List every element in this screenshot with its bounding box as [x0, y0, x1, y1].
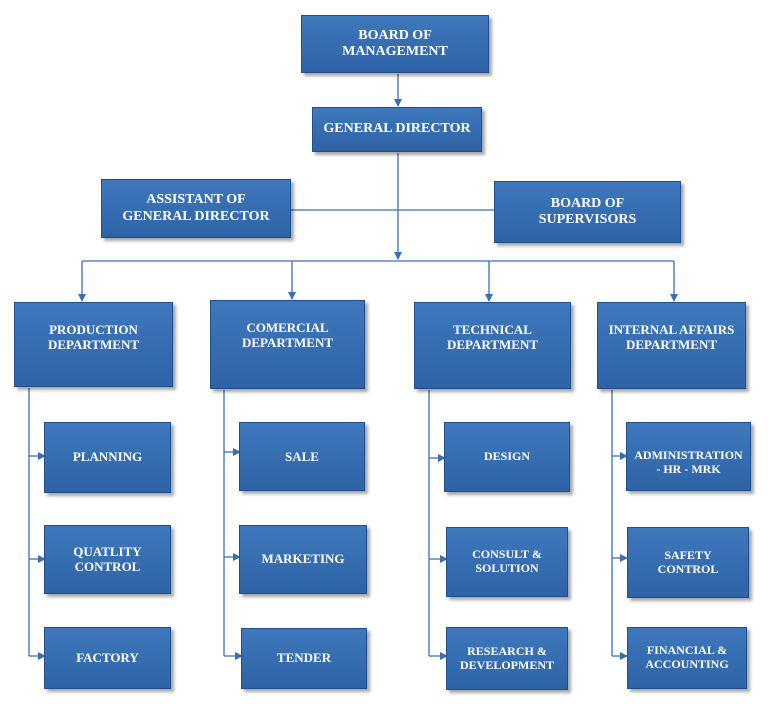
department-label: INTERNAL AFFAIRS DEPARTMENT: [608, 322, 735, 352]
unit-label: SALE: [285, 449, 319, 464]
general-director-box: GENERAL DIRECTOR: [312, 107, 482, 152]
general-director-label: GENERAL DIRECTOR: [323, 121, 471, 137]
board-of-supervisors-box: BOARD OF SUPERVISORS: [494, 181, 681, 243]
financial-accounting-box: FINANCIAL & ACCOUNTING: [627, 627, 747, 689]
unit-label: RESEARCH & DEVELOPMENT: [459, 643, 554, 672]
department-label: COMERCIAL DEPARTMENT: [241, 320, 334, 350]
planning-box: PLANNING: [44, 422, 171, 493]
administration-hr-mrk-box: ADMINISTRATION - HR - MRK: [626, 422, 751, 491]
unit-label: PLANNING: [72, 449, 143, 464]
safety-control-box: SAFETY CONTROL: [627, 527, 749, 598]
assistant-box: ASSISTANT OF GENERAL DIRECTOR: [101, 179, 291, 238]
unit-label: FINANCIAL & ACCOUNTING: [645, 643, 729, 671]
board-of-management-box: BOARD OF MANAGEMENT: [301, 15, 489, 73]
board-of-management-label: BOARD OF MANAGEMENT: [342, 27, 448, 59]
tender-box: TENDER: [241, 628, 367, 689]
internal-affairs-department-box: INTERNAL AFFAIRS DEPARTMENT: [597, 302, 746, 389]
department-label: TECHNICAL DEPARTMENT: [446, 322, 539, 352]
unit-label: ADMINISTRATION - HR - MRK: [634, 448, 743, 476]
assistant-label: ASSISTANT OF GENERAL DIRECTOR: [122, 192, 270, 224]
technical-department-box: TECHNICAL DEPARTMENT: [414, 302, 571, 389]
unit-label: MARKETING: [261, 551, 345, 566]
department-label: PRODUCTION DEPARTMENT: [47, 322, 140, 352]
sale-box: SALE: [239, 422, 365, 491]
design-box: DESIGN: [444, 422, 570, 492]
production-department-box: PRODUCTION DEPARTMENT: [14, 302, 173, 387]
quality-control-box: QUATLITY CONTROL: [44, 525, 171, 594]
unit-label: CONSULT & SOLUTION: [472, 547, 542, 575]
unit-label: SAFETY CONTROL: [657, 547, 719, 576]
marketing-box: MARKETING: [239, 525, 367, 594]
unit-label: QUATLITY CONTROL: [73, 543, 142, 574]
comercial-department-box: COMERCIAL DEPARTMENT: [210, 300, 365, 389]
consult-solution-box: CONSULT & SOLUTION: [446, 527, 568, 597]
unit-label: DESIGN: [483, 449, 530, 464]
unit-label: TENDER: [276, 650, 332, 666]
unit-label: FACTORY: [76, 649, 139, 665]
research-development-box: RESEARCH & DEVELOPMENT: [446, 627, 568, 690]
factory-box: FACTORY: [44, 627, 171, 689]
board-of-supervisors-label: BOARD OF SUPERVISORS: [538, 195, 637, 227]
